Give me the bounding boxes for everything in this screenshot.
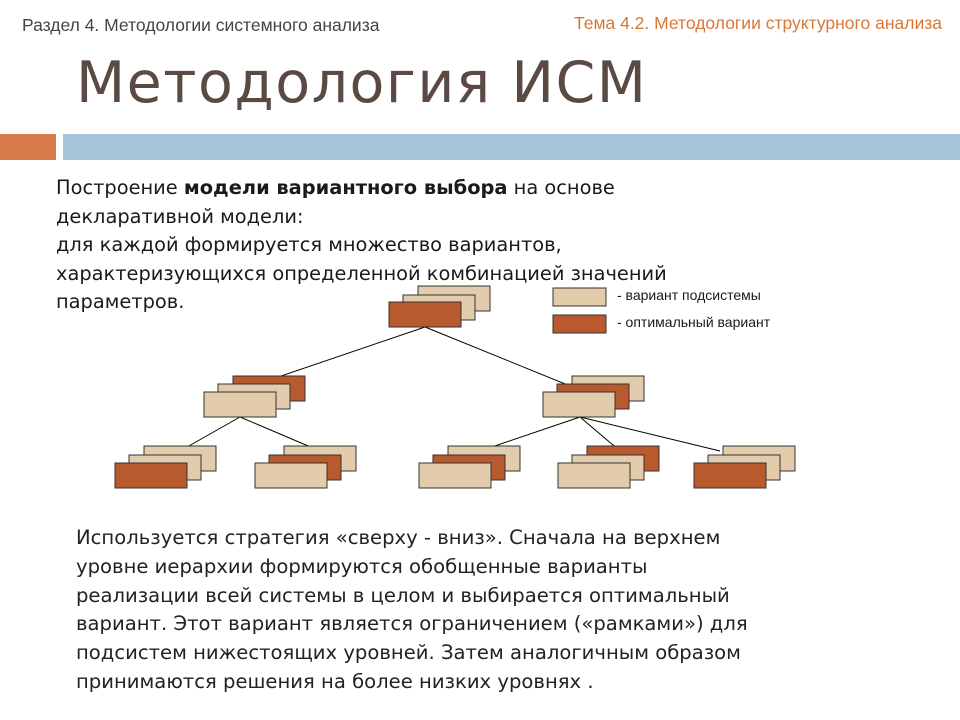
slide-title: Методология ИСМ <box>76 50 648 116</box>
optimal-box <box>388 301 462 328</box>
optimal-box <box>114 462 188 489</box>
node-leaf-3 <box>418 445 521 489</box>
connector <box>479 416 581 452</box>
node-leaf-1 <box>114 445 217 489</box>
intro-line-1: Построение модели вариантного выбора на … <box>56 176 615 199</box>
connector <box>179 416 241 452</box>
legend-optimal-label: - оптимальный вариант <box>617 314 771 330</box>
strategy-line-4: вариант. Этот вариант является ограничен… <box>76 612 748 636</box>
strategy-line-5: подсистем нижестоящих уровней. Затем ана… <box>76 641 741 665</box>
node-top <box>388 285 491 328</box>
intro-line-2: декларативной модели: <box>56 204 304 228</box>
strategy-line-2: уровне иерархии формируются обобщенные в… <box>76 554 648 578</box>
legend-optimal-swatch <box>552 314 607 334</box>
strategy-text: Используется стратегия «сверху - вниз». … <box>76 524 936 697</box>
intro-line-5: параметров. <box>56 290 185 313</box>
variant-box <box>254 462 328 489</box>
connector <box>424 326 581 391</box>
legend-variant-label: - вариант подсистемы <box>617 287 761 303</box>
section-header: Раздел 4. Методологии системного анализа <box>22 15 380 35</box>
strategy-line-1: Используется стратегия «сверху - вниз». … <box>76 526 721 549</box>
node-leaf-4 <box>557 445 660 489</box>
connector <box>239 416 321 452</box>
node-leaf-5 <box>693 445 796 489</box>
variant-box <box>542 391 616 418</box>
legend-variant-swatch <box>552 287 607 307</box>
variant-box <box>418 462 492 489</box>
intro-text: Построение модели вариантного выбора на … <box>56 174 936 317</box>
accent-bar-orange <box>0 134 56 160</box>
strategy-line-3: реализации всей системы в целом и выбира… <box>76 583 730 607</box>
accent-bar-blue <box>63 134 960 160</box>
legend: - вариант подсистемы - оптимальный вариа… <box>552 287 771 334</box>
intro-bold-term: модели вариантного выбора <box>183 176 508 199</box>
intro-line-4: характеризующихся определенной комбинаци… <box>56 261 667 285</box>
variant-box <box>557 462 631 489</box>
variant-box <box>203 391 277 418</box>
strategy-line-6: принимаются решения на более низких уров… <box>76 669 594 693</box>
node-mid-right <box>542 375 645 418</box>
connector <box>579 416 721 452</box>
topic-header: Тема 4.2. Методологии структурного анали… <box>574 13 942 33</box>
node-leaf-2 <box>254 445 357 489</box>
intro-line-3: для каждой формируется множество вариант… <box>56 233 562 256</box>
optimal-box <box>693 462 767 489</box>
node-mid-left <box>203 375 306 418</box>
connector <box>579 416 621 452</box>
